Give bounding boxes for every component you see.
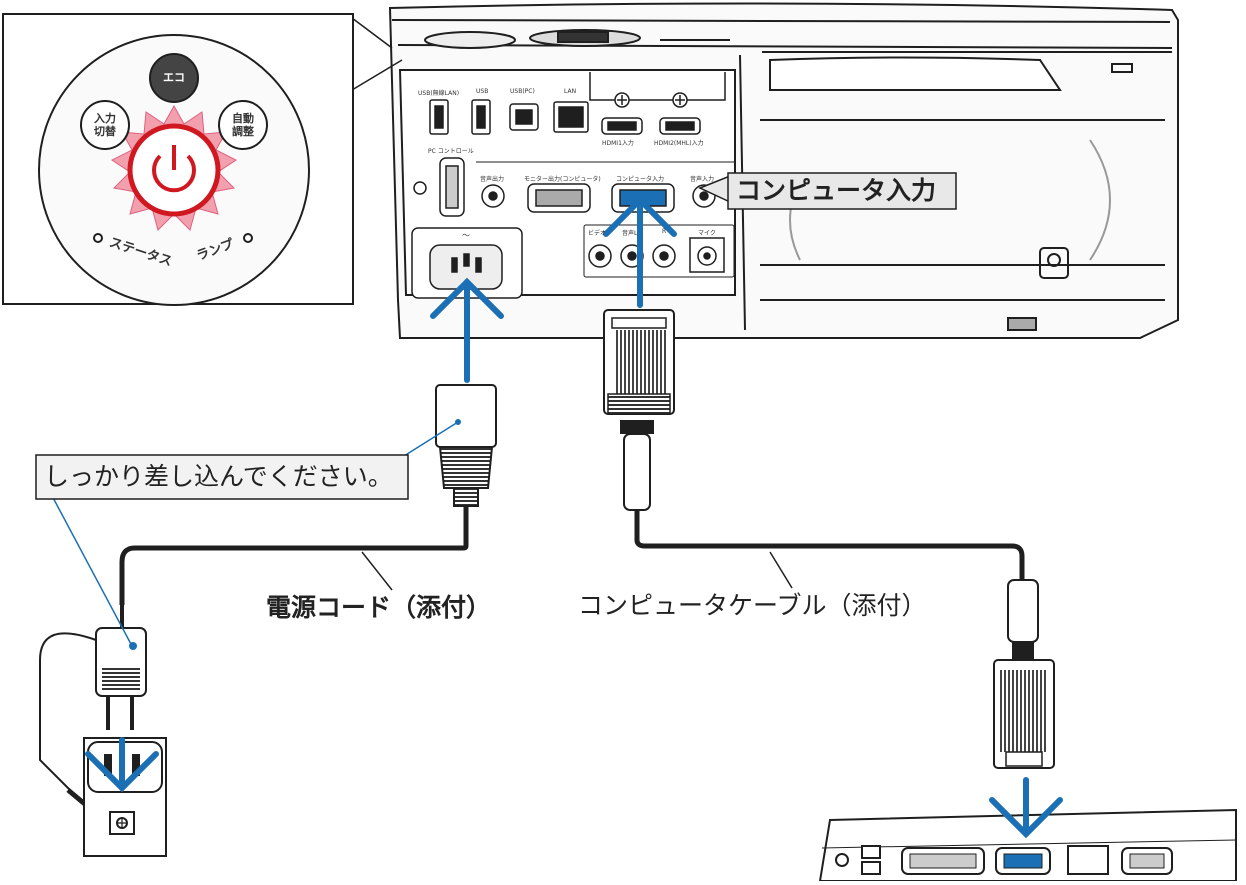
power-cord (39, 384, 497, 857)
power-icon (152, 145, 196, 193)
port-label-hdmi1: HDMI1入力 (602, 140, 634, 147)
svg-text:～: ～ (462, 231, 470, 240)
port-label-hdmi2: HDMI2(MHL)入力 (654, 140, 704, 147)
power-cord-label: 電源コード（添付） (266, 593, 492, 622)
rear-panel-ports: ～ (411, 92, 736, 299)
down-arrow-icon (989, 777, 1063, 839)
laptop-lan-port (1067, 845, 1109, 875)
callout-computer-input (698, 172, 957, 210)
port-label-usb-wireless: USB(無線LAN) (418, 90, 460, 97)
status-led (93, 233, 103, 243)
port-label-usb-pc: USB(PC) (510, 88, 535, 95)
port-label-pc-control: PC コントロール (428, 148, 474, 155)
computer-cable-leader (769, 551, 793, 589)
computer-input-callout: コンピュータ入力 (736, 176, 937, 205)
callout-insert-firmly (35, 419, 461, 647)
eco-button[interactable] (149, 53, 199, 103)
input-switch-button[interactable] (80, 100, 130, 150)
auto-adjust-button-label: 自動 調整 (232, 112, 254, 138)
up-arrow-icon (430, 277, 504, 383)
port-label-audio-out: 音声出力 (480, 176, 505, 183)
port-label-audio-in: 音声入力 (690, 176, 715, 183)
down-arrow-icon (85, 737, 159, 793)
lamp-led (243, 233, 253, 243)
port-label-lan: LAN (564, 88, 577, 95)
auto-adjust-button[interactable] (218, 100, 268, 150)
port-label-audio-l: 音声L (622, 230, 638, 237)
up-arrow-icon (603, 195, 677, 308)
control-panel-inset (2, 13, 403, 306)
port-label-video: ビデオ (588, 230, 607, 237)
computer-cable (603, 309, 1055, 769)
computer-cable-label: コンピュータケーブル（添付） (578, 591, 927, 620)
power-cord-leader (361, 551, 393, 591)
input-switch-button-label: 入力 切替 (94, 112, 116, 138)
eco-button-label: エコ (163, 71, 185, 84)
port-label-usb: USB (476, 88, 489, 95)
port-label-audio-r: R (662, 228, 667, 235)
insert-firmly-callout: しっかり差し込んでください。 (44, 462, 393, 491)
port-label-mic: マイク (698, 230, 716, 237)
port-label-computer-in: コンピュータ入力 (616, 176, 665, 183)
iec-plug (435, 384, 497, 448)
port-label-monitor-out: モニター出力(コンピュータ) (524, 176, 601, 183)
